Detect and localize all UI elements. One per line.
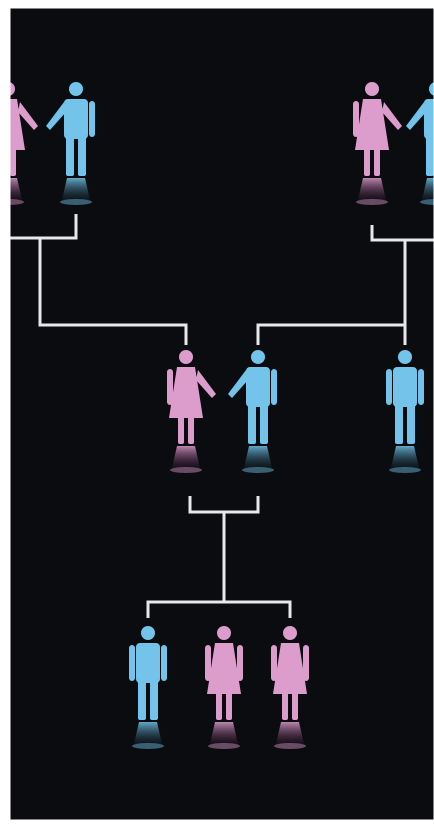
right-grandfather-figure xyxy=(406,82,434,205)
child-2-figure-dress xyxy=(207,643,241,694)
uncle-figure-left-arm xyxy=(386,369,392,405)
child-2-figure xyxy=(205,626,243,749)
left-grandmother-figure-reflection xyxy=(10,178,22,200)
child-3-figure-right-arm xyxy=(303,645,309,681)
mother-figure-right-arm xyxy=(196,370,216,398)
left-grandfather-figure-floor-shadow xyxy=(60,199,92,205)
uncle-figure-reflection xyxy=(391,446,419,468)
left-grandmother-figure-right-arm xyxy=(18,102,38,130)
child-2-figure-reflection xyxy=(210,722,238,744)
child-1-figure-reflection xyxy=(134,722,162,744)
left-grandmother-figure xyxy=(0,82,38,205)
child-1-figure xyxy=(129,626,167,749)
left-grandparents-bracket xyxy=(10,214,78,240)
uncle-figure xyxy=(386,350,424,473)
child-3-figure-right-leg xyxy=(292,692,298,720)
right-grandmother-figure-reflection xyxy=(358,178,386,200)
left-grandmother-figure-head xyxy=(10,82,15,96)
child-2-figure-head xyxy=(217,626,231,640)
right-grandparents-bracket xyxy=(370,225,434,242)
left-grandfather-figure-right-arm xyxy=(89,101,95,137)
left-grandfather-figure xyxy=(46,82,95,205)
left-grandparents-to-parent-line xyxy=(38,238,188,345)
child-1-figure-right-arm xyxy=(161,645,167,681)
left-grandfather-figure-left-arm xyxy=(46,102,66,130)
right-grandmother-figure-right-leg xyxy=(374,148,380,176)
child-3-figure-left-leg xyxy=(282,692,288,720)
child-1-figure-left-arm xyxy=(129,645,135,681)
child-2-figure-right-arm xyxy=(237,645,243,681)
child-2-figure-floor-shadow xyxy=(208,743,240,749)
right-grandfather-figure-floor-shadow xyxy=(420,199,434,205)
child-2-figure-left-leg xyxy=(216,692,222,720)
left-grandfather-figure-torso xyxy=(64,99,88,139)
right-grandfather-figure-head xyxy=(429,82,434,96)
people-figures xyxy=(0,82,434,749)
right-grandmother-figure-left-arm xyxy=(353,101,359,137)
right-grandfather-figure-left-leg xyxy=(426,136,434,176)
father-figure xyxy=(228,350,277,473)
right-grandfather-figure-reflection xyxy=(422,178,434,200)
uncle-figure-head xyxy=(398,350,412,364)
left-grandmother-figure-left-leg xyxy=(0,148,6,176)
child-3-figure-head xyxy=(283,626,297,640)
left-grandmother-figure-floor-shadow xyxy=(10,199,24,205)
right-grandfather-figure-left-arm xyxy=(406,102,426,130)
father-figure-floor-shadow xyxy=(242,467,274,473)
father-figure-right-arm xyxy=(271,369,277,405)
children-bar xyxy=(146,600,292,618)
child-1-figure-torso xyxy=(136,643,160,683)
left-grandfather-figure-right-leg xyxy=(78,136,86,176)
child-3-figure-left-arm xyxy=(271,645,277,681)
right-grandmother-figure-floor-shadow xyxy=(356,199,388,205)
uncle-figure-left-leg xyxy=(395,404,403,444)
left-grandmother-figure-right-leg xyxy=(10,148,16,176)
uncle-figure-right-leg xyxy=(407,404,415,444)
right-grandmother-figure-head xyxy=(365,82,379,96)
mother-figure-floor-shadow xyxy=(170,467,202,473)
child-3-figure-reflection xyxy=(276,722,304,744)
mother-figure-left-arm xyxy=(167,369,173,405)
child-3-figure-floor-shadow xyxy=(274,743,306,749)
mother-figure-head xyxy=(179,350,193,364)
child-1-figure-left-leg xyxy=(138,680,146,720)
child-1-figure-floor-shadow xyxy=(132,743,164,749)
mother-figure xyxy=(167,350,216,473)
right-grandmother-figure-left-leg xyxy=(364,148,370,176)
uncle-figure-floor-shadow xyxy=(389,467,421,473)
child-3-figure-dress xyxy=(273,643,307,694)
father-figure-left-leg xyxy=(248,404,256,444)
right-grandfather-figure-torso xyxy=(424,99,434,139)
right-grandmother-figure-dress xyxy=(355,99,389,150)
father-figure-head xyxy=(251,350,265,364)
left-grandfather-figure-head xyxy=(69,82,83,96)
right-grandmother-figure-right-arm xyxy=(382,102,402,130)
uncle-figure-torso xyxy=(393,367,417,407)
mother-figure-right-leg xyxy=(188,416,194,444)
right-grandparents-sibling-bar xyxy=(256,323,407,345)
right-grandmother-figure xyxy=(353,82,402,205)
diagram-frame xyxy=(9,7,434,821)
father-figure-torso xyxy=(246,367,270,407)
mother-figure-reflection xyxy=(172,446,200,468)
mother-figure-dress xyxy=(169,367,203,418)
father-figure-left-arm xyxy=(228,370,248,398)
left-grandfather-figure-left-leg xyxy=(66,136,74,176)
child-1-figure-right-leg xyxy=(150,680,158,720)
child-2-figure-right-leg xyxy=(226,692,232,720)
left-grandmother-figure-dress xyxy=(10,99,25,150)
child-2-figure-left-arm xyxy=(205,645,211,681)
left-grandfather-figure-reflection xyxy=(62,178,90,200)
child-1-figure-head xyxy=(141,626,155,640)
connector-lines xyxy=(10,214,434,618)
mother-figure-left-leg xyxy=(178,416,184,444)
child-3-figure xyxy=(271,626,309,749)
father-figure-right-leg xyxy=(260,404,268,444)
uncle-figure-right-arm xyxy=(418,369,424,405)
father-figure-reflection xyxy=(244,446,272,468)
